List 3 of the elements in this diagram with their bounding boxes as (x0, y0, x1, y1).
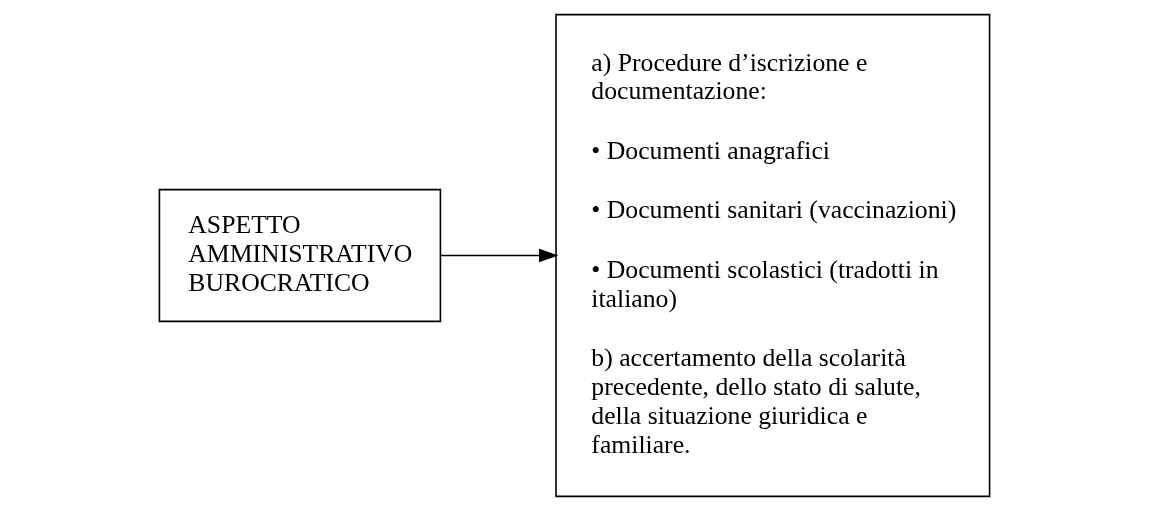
node-box: ASPETTO AMMINISTRATIVO BUROCRATICO (158, 188, 442, 323)
node-box: a) Procedure d’iscrizione e documentazione: • Documenti anagrafici • Documenti sanitari (vaccinazioni) • Documenti scolastici (tradotti in italiano) b) accertamento della scolarità precedente, dello stato di salute, della situazione giuridica e familiare. (555, 13, 991, 498)
arrow (439, 248, 559, 263)
